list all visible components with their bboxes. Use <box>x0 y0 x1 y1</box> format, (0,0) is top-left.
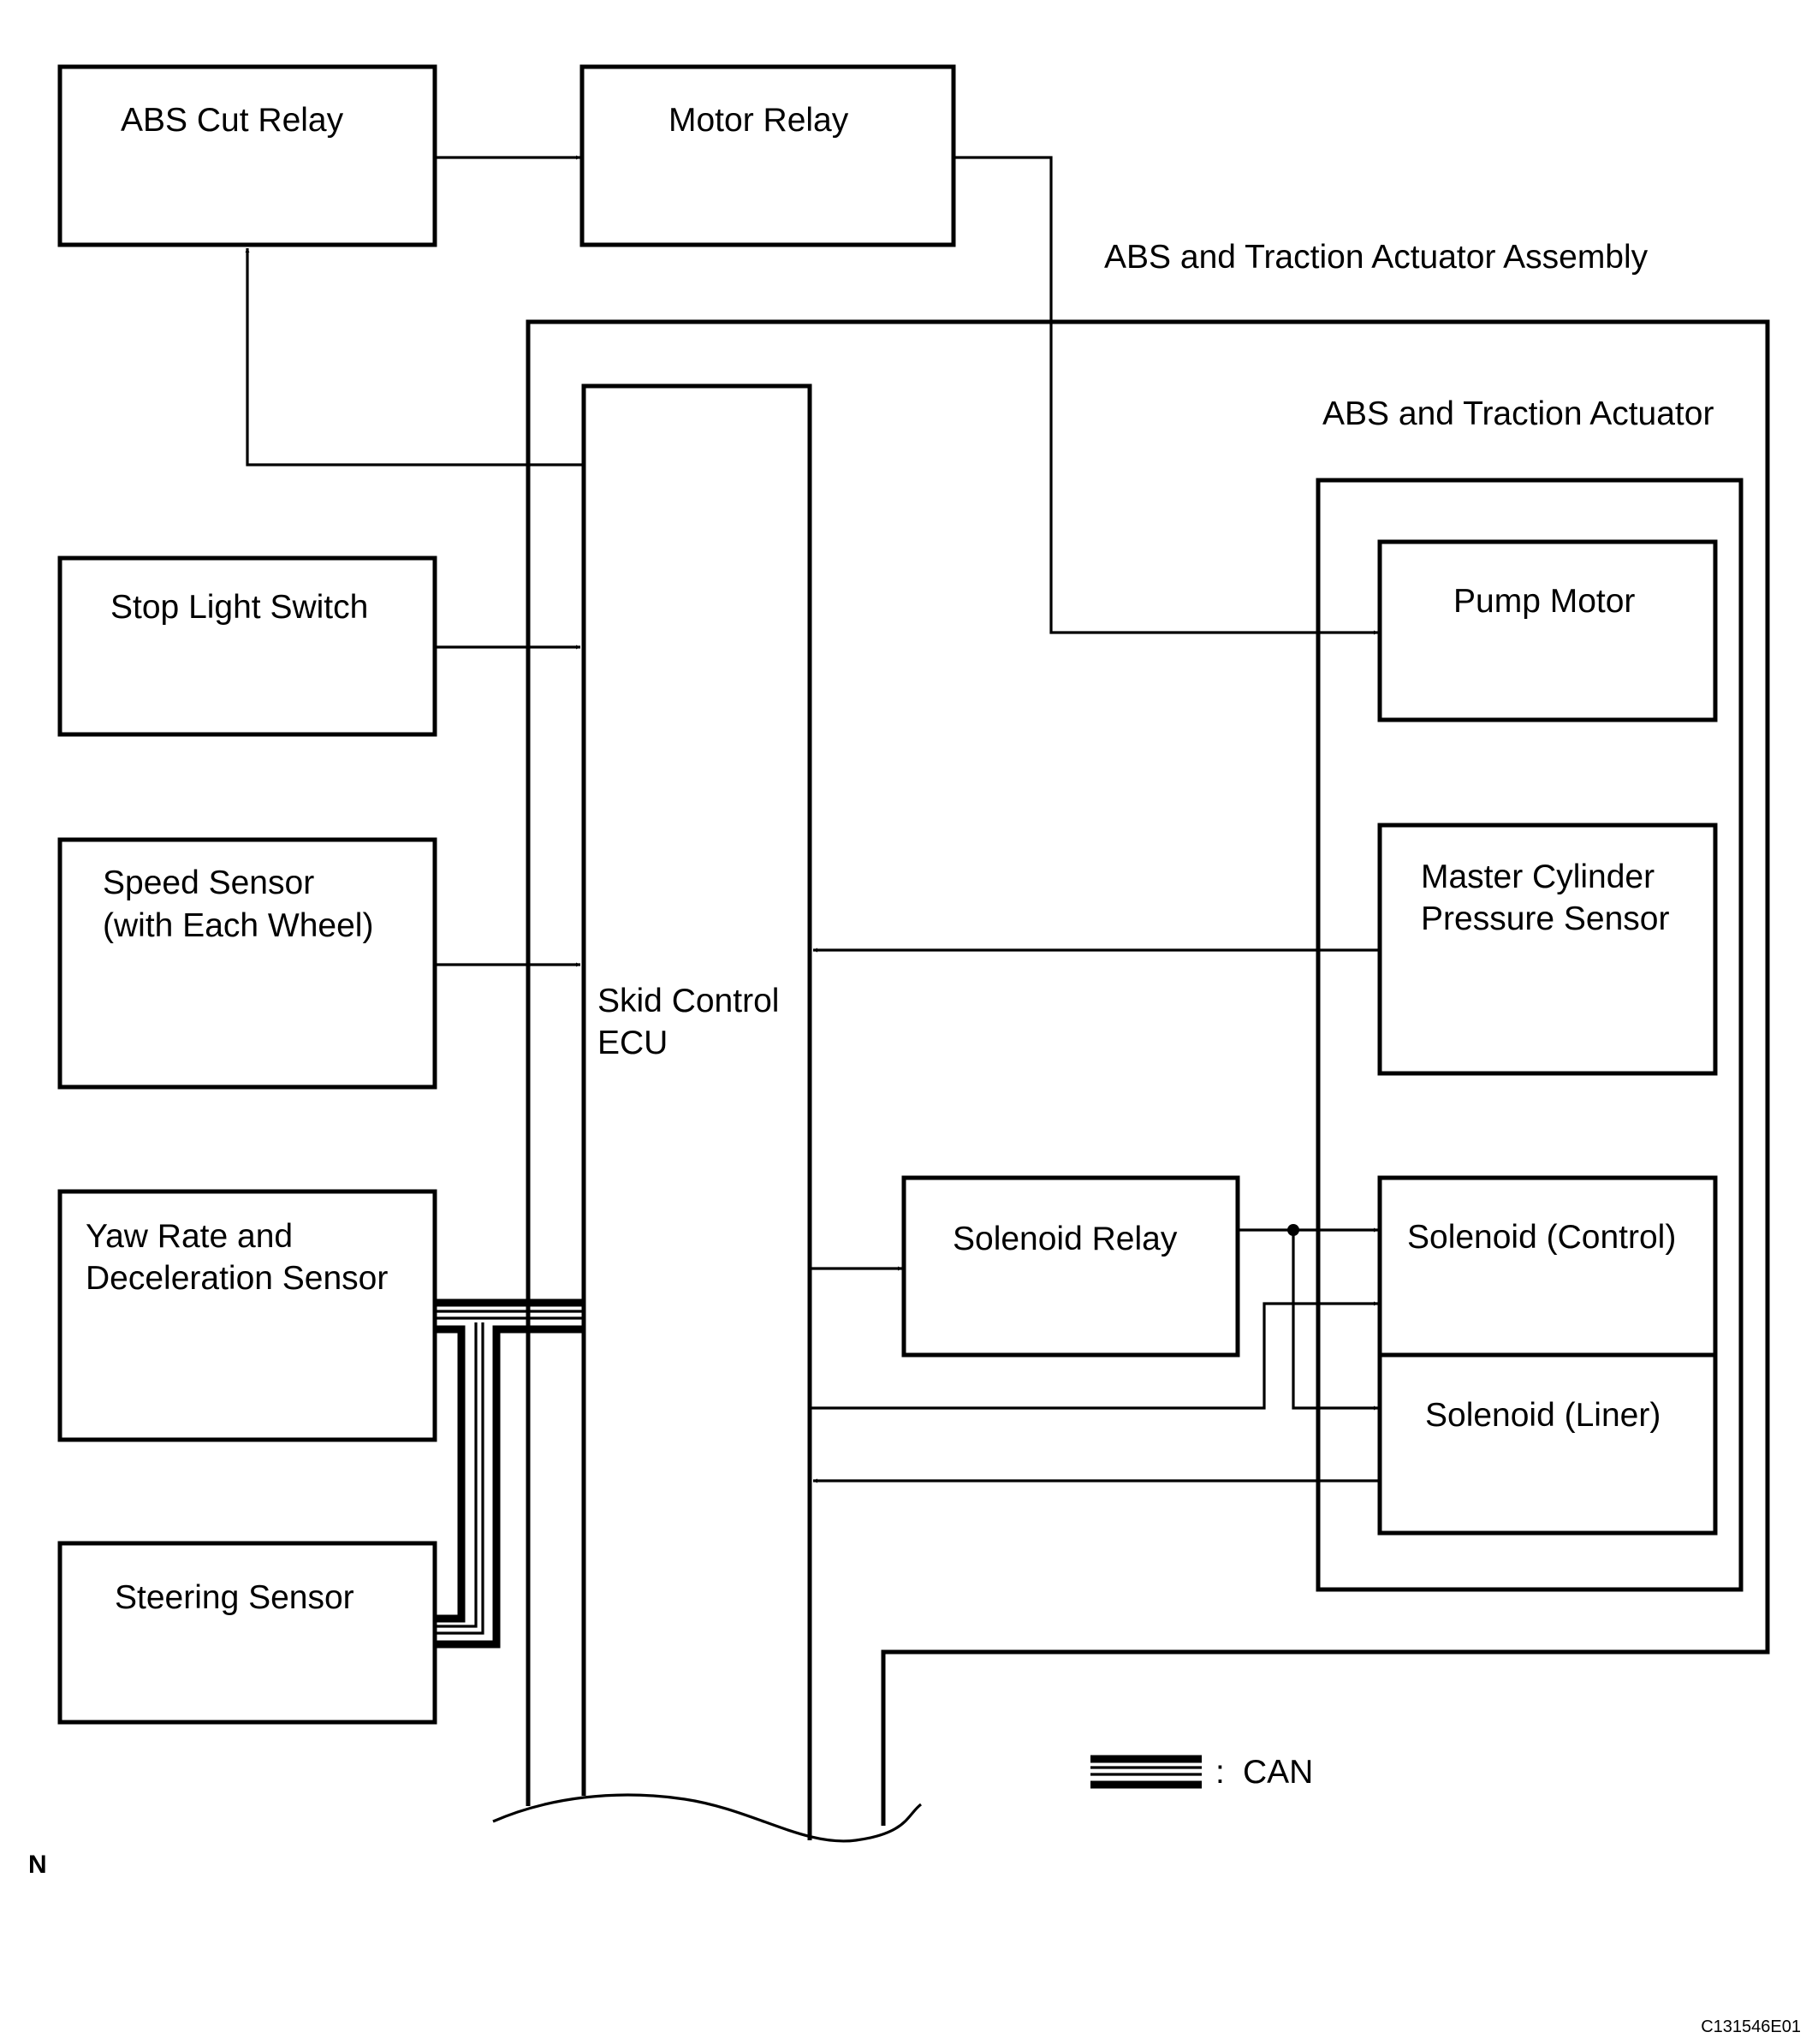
solenoid-control-label: Solenoid (Control) <box>1407 1219 1676 1256</box>
can-legend-label: CAN <box>1243 1754 1313 1791</box>
master-cylinder-sensor-label-line1: Master Cylinder <box>1421 859 1655 895</box>
ecu-to-solenoid-control-arrow <box>810 1301 1378 1410</box>
steering-sensor-label: Steering Sensor <box>115 1579 354 1616</box>
actuator-assembly-label: ABS and Traction Actuator Assembly <box>1104 239 1649 276</box>
corner-mark: N <box>28 1851 47 1879</box>
skid-control-ecu-box <box>581 383 812 1840</box>
junction-dot <box>1287 1224 1299 1236</box>
pump-motor-label: Pump Motor <box>1453 583 1635 620</box>
steering-sensor-box <box>57 1541 437 1725</box>
yaw-rate-sensor-label-line1: Yaw Rate and <box>86 1218 293 1255</box>
abs-cut-relay-box <box>57 64 437 247</box>
can-bus <box>435 1298 584 1649</box>
can-legend-symbol <box>1090 1755 1202 1789</box>
master-cylinder-sensor-label-line2: Pressure Sensor <box>1421 900 1669 937</box>
motor-relay-label: Motor Relay <box>668 102 849 139</box>
can-legend-separator: : <box>1215 1754 1225 1791</box>
stop-light-switch-box <box>57 556 437 737</box>
can-legend: : CAN <box>1090 1754 1313 1791</box>
ecu-to-abs-cut-relay-arrow <box>245 248 584 466</box>
abs-cut-relay-label: ABS Cut Relay <box>121 102 344 139</box>
actuator-label: ABS and Traction Actuator <box>1322 395 1714 432</box>
motor-relay-box <box>579 64 956 247</box>
figure-code: C131546E01 <box>1701 2017 1801 2036</box>
speed-sensor-label-line2: (with Each Wheel) <box>103 907 373 944</box>
speed-sensor-label-line1: Speed Sensor <box>103 865 314 901</box>
solenoid-relay-to-liner-arrow <box>1292 1230 1378 1411</box>
solenoid-relay-box <box>901 1175 1240 1358</box>
yaw-rate-sensor-box <box>57 1189 437 1442</box>
motor-relay-to-pump-motor-arrow <box>954 156 1378 635</box>
solenoid-relay-label: Solenoid Relay <box>953 1221 1178 1257</box>
actuator-assembly-outline <box>526 319 1770 1826</box>
yaw-rate-sensor-label-line2: Deceleration Sensor <box>86 1260 388 1297</box>
stop-light-switch-label: Stop Light Switch <box>110 589 368 626</box>
actuator-box <box>1316 478 1744 1592</box>
skid-control-ecu-label-line1: Skid Control <box>597 983 779 1019</box>
solenoid-liner-label: Solenoid (Liner) <box>1425 1397 1661 1434</box>
skid-control-ecu-label-line2: ECU <box>597 1025 668 1061</box>
break-line <box>492 1793 923 1843</box>
pump-motor-box <box>1377 539 1718 722</box>
